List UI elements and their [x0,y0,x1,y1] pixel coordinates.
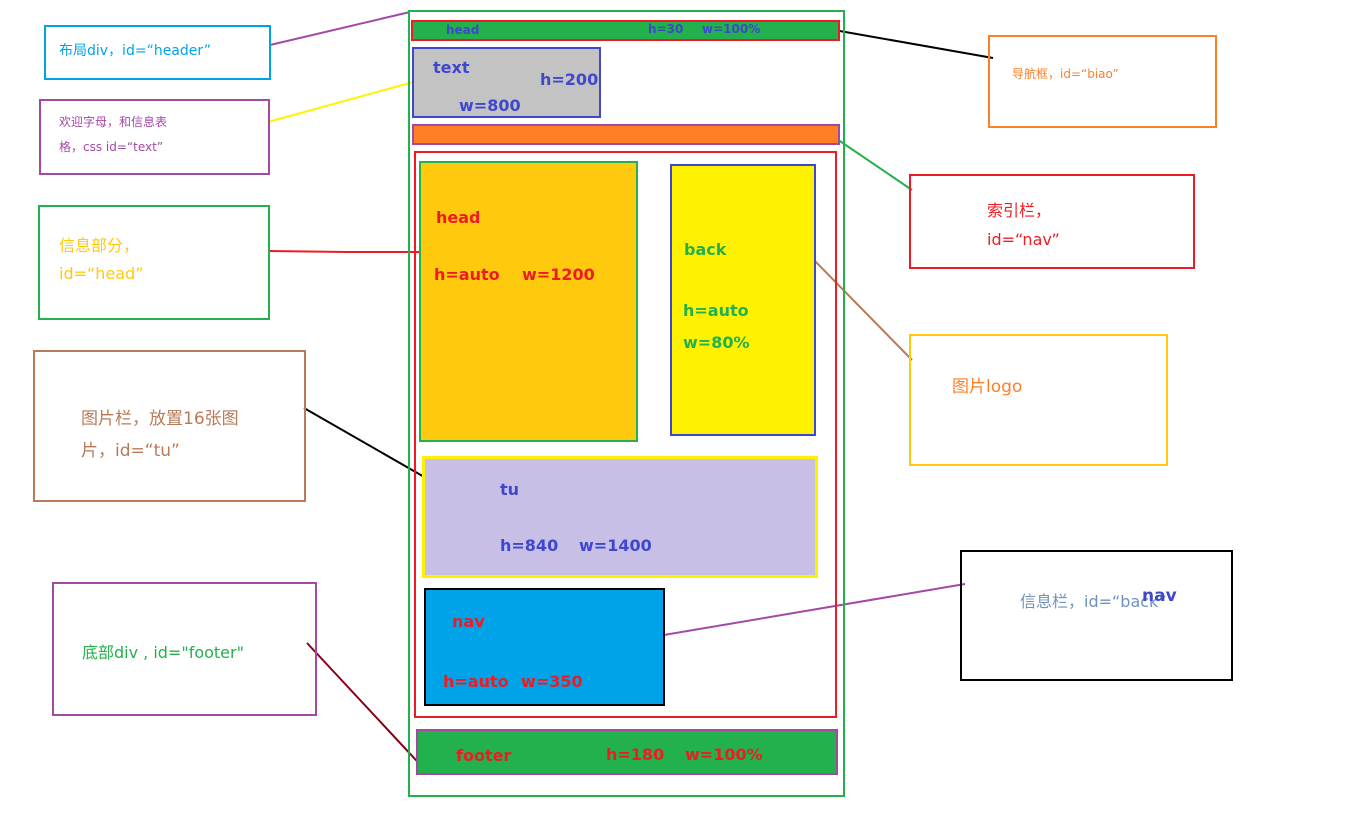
connector-footer [306,642,429,774]
annotation-text-line1: 欢迎字母，和信息表 [59,115,168,129]
biao-bar [412,124,840,145]
footer-block-width: w=100% [685,745,763,764]
header-bar-height: h=30 [648,22,684,36]
annotation-logo: 图片logo [909,334,1168,466]
annotation-back: 信息栏，id=“back” nav [960,550,1233,681]
back-block-width: w=80% [683,333,750,352]
annotation-nav: 索引栏， id=“nav” [909,174,1195,269]
nav-block-height: h=auto [443,672,509,691]
main-container [414,151,837,718]
tu-block-height: h=840 [500,536,559,555]
tu-block: tu h=840 w=1400 [422,456,818,578]
connector-head [267,250,430,253]
annotation-tu-line2: 片，id=“tu” [81,441,180,461]
annotation-back-text: 信息栏，id=“back” [1020,592,1167,611]
header-bar: head h=30 w=100% [411,20,840,41]
tu-block-width: w=1400 [579,536,652,555]
annotation-head: 信息部分， id=“head” [38,205,270,320]
annotation-footer: 底部div , id="footer" [52,582,317,716]
text-block-height: h=200 [540,70,599,89]
connector-nav [827,132,913,191]
annotation-nav-line1: 索引栏， [987,201,1052,220]
connector-back [651,583,966,638]
connector-tu [303,407,441,487]
annotation-biao: 导航框，id=“biao” [988,35,1217,128]
annotation-header-text: 布局div，id=“header” [59,43,211,59]
head-block: head h=auto w=1200 [419,161,638,442]
footer-block: footer h=180 w=100% [416,729,838,775]
tu-block-name: tu [500,480,520,499]
header-bar-name: head [446,23,480,37]
annotation-tu-line1: 图片栏，放置16张图 [81,409,239,429]
annotation-footer-text: 底部div , id="footer" [82,643,244,662]
nav-block-width: w=350 [521,672,583,691]
annotation-header: 布局div，id=“header” [44,25,271,80]
back-block-height: h=auto [683,301,749,320]
connector-header [269,11,411,46]
annotation-text-line2: 格，css id=“text” [59,140,164,154]
header-bar-width: w=100% [702,22,761,36]
annotation-tu: 图片栏，放置16张图 片，id=“tu” [33,350,306,502]
annotation-logo-text: 图片logo [952,377,1023,397]
text-block-width: w=800 [459,96,521,115]
nav-block: nav h=auto w=350 [424,588,665,706]
annotation-head-line1: 信息部分， [59,236,140,255]
annotation-nav-line2: id=“nav” [987,230,1060,249]
footer-block-name: footer [456,746,512,765]
head-block-width: w=1200 [522,265,595,284]
page-container [408,10,845,797]
back-block-name: back [684,240,727,259]
connector-text [267,77,429,123]
head-block-height: h=auto [434,265,500,284]
back-block: back h=auto w=80% [670,164,816,436]
nav-block-name: nav [452,612,485,631]
annotation-text: 欢迎字母，和信息表 格，css id=“text” [39,99,270,175]
connector-biao [833,29,994,59]
text-block-name: text [433,58,470,77]
head-block-name: head [436,208,481,227]
annotation-back-overlay: nav [1142,586,1177,606]
annotation-biao-text: 导航框，id=“biao” [1012,67,1119,81]
footer-block-height: h=180 [606,745,665,764]
annotation-head-line2: id=“head” [59,264,144,283]
text-block: text h=200 w=800 [412,47,601,118]
